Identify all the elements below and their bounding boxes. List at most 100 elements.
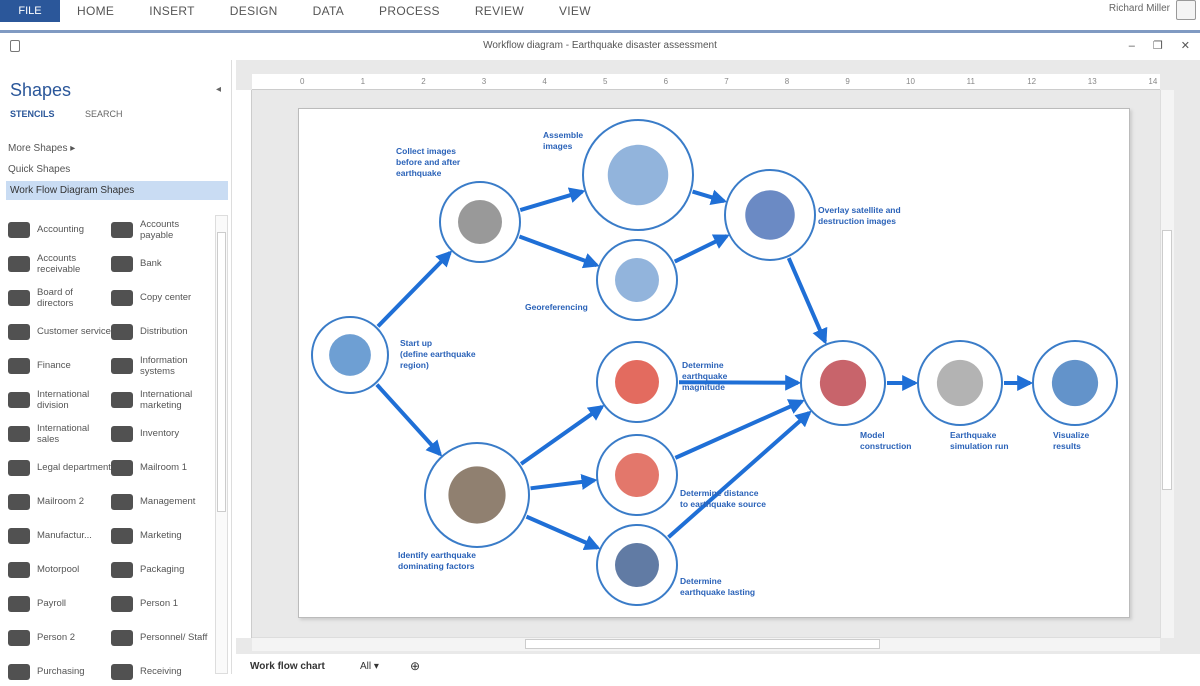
node-start[interactable] [311,316,389,394]
tab-data[interactable]: DATA [312,4,345,18]
divider [0,30,1200,33]
restore-button[interactable]: ❐ [1152,40,1163,52]
collapse-panel-button[interactable]: ◂ [216,84,222,95]
shape-icon [111,425,133,442]
shape-item[interactable]: Payroll [8,589,111,618]
shape-label: Bank [140,258,162,269]
active-stencil[interactable]: Work Flow Diagram Shapes [6,181,228,200]
quick-shapes-item[interactable]: Quick Shapes [8,164,71,175]
node-mon[interactable] [1032,340,1118,426]
ruler-tick: 0 [300,77,305,86]
flow-arrow[interactable] [530,473,598,491]
shape-item[interactable]: Mailroom 2 [8,487,111,516]
horizontal-scroll-thumb[interactable] [525,639,880,649]
shape-item[interactable]: Copy center [111,283,214,312]
flow-arrow[interactable] [673,234,730,264]
shape-item[interactable]: Accounting [8,215,111,244]
flow-arrow[interactable] [519,404,605,466]
shape-item[interactable]: Inventory [111,419,214,448]
shape-label: Copy center [140,292,192,303]
more-shapes-menu[interactable]: More Shapes ▸ [8,143,76,154]
node-sat[interactable] [439,181,521,263]
shape-item[interactable]: Bank [111,249,214,278]
panel-scroll-thumb[interactable] [217,232,226,512]
shape-item[interactable]: International marketing [111,385,214,414]
add-page-icon[interactable]: ⊕ [410,659,421,673]
node-mdl[interactable] [800,340,886,426]
shape-icon [8,357,30,374]
node-ppl[interactable] [424,442,530,548]
flow-arrow[interactable] [375,383,443,457]
shape-item[interactable]: Packaging [111,555,214,584]
shape-item[interactable]: Distribution [111,317,214,346]
flow-arrow[interactable] [518,234,600,269]
tab-home[interactable]: HOME [77,4,115,18]
flow-arrow[interactable] [525,514,601,550]
shape-label: International marketing [140,388,193,411]
flow-arrow[interactable] [674,399,805,460]
ruler-tick: 4 [542,77,547,86]
node-tgt[interactable] [596,434,678,516]
shape-label: Marketing [140,530,182,541]
shape-item[interactable]: Board of directors [8,283,111,312]
node-mag[interactable] [596,341,678,423]
page-tab-workflow[interactable]: Work flow chart [250,661,325,672]
shape-item[interactable]: Person 1 [111,589,214,618]
tab-search[interactable]: SEARCH [85,109,123,119]
node-ovl[interactable] [724,169,816,261]
node-hg[interactable] [596,524,678,606]
minimize-button[interactable]: – [1128,40,1135,52]
tab-insert[interactable]: INSERT [149,4,195,18]
shape-item[interactable]: Accounts payable [111,215,214,244]
shape-label: Manufactur... [37,530,92,541]
tab-process[interactable]: PROCESS [379,4,440,18]
tab-review[interactable]: REVIEW [474,4,524,18]
shape-item[interactable]: Information systems [111,351,214,380]
vertical-scroll-thumb[interactable] [1162,230,1172,490]
shape-item[interactable]: Legal department [8,453,111,482]
ruler-tick: 8 [784,77,790,86]
label-georef: Georeferencing [525,302,588,312]
shape-item[interactable]: Marketing [111,521,214,550]
app-icon[interactable] [10,40,20,52]
shape-item[interactable]: Personnel/ Staff [111,623,214,652]
shape-icon [111,289,133,306]
file-tab[interactable]: FILE [0,0,60,22]
user-name[interactable]: Richard Miller [1108,3,1170,14]
node-asm[interactable] [582,119,694,231]
shape-item[interactable]: Motorpool [8,555,111,584]
label-overlay: Overlay satellite and destruction images [818,205,901,226]
flow-arrow[interactable] [786,257,828,345]
node-gear[interactable] [917,340,1003,426]
ruler-tick: 12 [1027,77,1037,86]
shape-item[interactable]: Management [111,487,214,516]
flow-arrow[interactable] [667,410,812,539]
flow-arrow[interactable] [691,189,728,206]
shape-label: Inventory [140,428,180,439]
shape-icon [111,221,133,238]
label-model: Model construction [860,430,912,451]
close-button[interactable]: ✕ [1180,40,1190,52]
tab-design[interactable]: DESIGN [229,4,278,18]
tab-view[interactable]: VIEW [558,4,591,18]
shape-item[interactable]: Finance [8,351,111,380]
node-geo[interactable] [596,239,678,321]
tab-stencils[interactable]: STENCILS [10,109,55,119]
shape-item[interactable]: Manufactur... [8,521,111,550]
flow-arrow[interactable] [519,187,586,212]
shape-label: Accounts payable [140,218,180,241]
shape-item[interactable]: International division [8,385,111,414]
flow-arrow[interactable] [678,374,802,391]
shape-item[interactable]: Accounts receivable [8,249,111,278]
all-pages-dropdown[interactable]: All ▾ [360,661,379,672]
shape-item[interactable]: Customer service [8,317,111,346]
shape-item[interactable]: International sales [8,419,111,448]
flow-arrow[interactable] [376,250,453,328]
shape-item[interactable]: Person 2 [8,623,111,652]
shape-icon [8,255,30,272]
hg-icon [615,543,659,587]
label-startup: Start up (define earthquake region) [400,338,476,370]
shape-item[interactable]: Mailroom 1 [111,453,214,482]
avatar[interactable] [1176,0,1196,20]
